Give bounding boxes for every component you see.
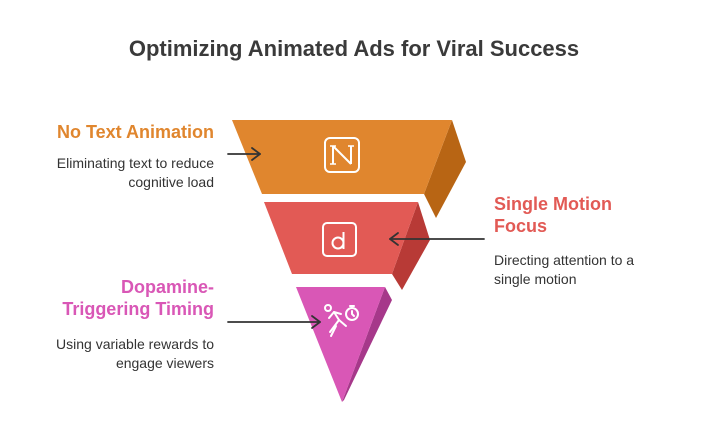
stage-2-label-line-2: Focus [494, 216, 548, 236]
stage-3-desc-line-2: engage viewers [115, 355, 214, 371]
stage-2-side [392, 202, 430, 290]
running-timer-icon [324, 304, 359, 337]
funnel-stage-3 [296, 287, 392, 402]
stage-2-description: Directing attention to a single motion [494, 251, 694, 289]
notion-n-icon [324, 137, 360, 173]
dribbble-d-icon [322, 222, 357, 257]
funnel-stage-1 [232, 120, 466, 218]
stage-1-side [424, 120, 466, 218]
stage-1-desc-line-1: Eliminating text to reduce [56, 155, 214, 171]
stage-1-description: Eliminating text to reduce cognitive loa… [14, 154, 214, 192]
stage-3-description: Using variable rewards to engage viewers [14, 335, 214, 373]
stage-2-desc-line-1: Directing attention to a [494, 252, 635, 268]
stage-1-label: No Text Animation [57, 122, 214, 142]
arrow-to-stage-3 [227, 315, 321, 329]
stage-3-label-line-1: Dopamine- [120, 277, 214, 297]
arrow-to-stage-1 [227, 147, 261, 161]
arrow-to-stage-2 [389, 232, 485, 246]
stage-3-face [296, 287, 385, 402]
page-title: Optimizing Animated Ads for Viral Succes… [128, 36, 580, 61]
stage-2-label-line-1: Single Motion [494, 194, 612, 214]
stage-1-desc-line-2: cognitive load [128, 174, 214, 190]
stage-3-side [342, 287, 392, 402]
stage-1-face [232, 120, 452, 194]
stage-2-desc-line-2: single motion [494, 271, 577, 287]
stage-3-label-line-2: Triggering Timing [62, 299, 214, 319]
stage-3-desc-line-1: Using variable rewards to [56, 336, 214, 352]
stage-3-label: Dopamine- Triggering Timing [14, 276, 214, 320]
stage-2-label: Single Motion Focus [494, 193, 694, 237]
funnel-stage-2 [264, 202, 430, 290]
